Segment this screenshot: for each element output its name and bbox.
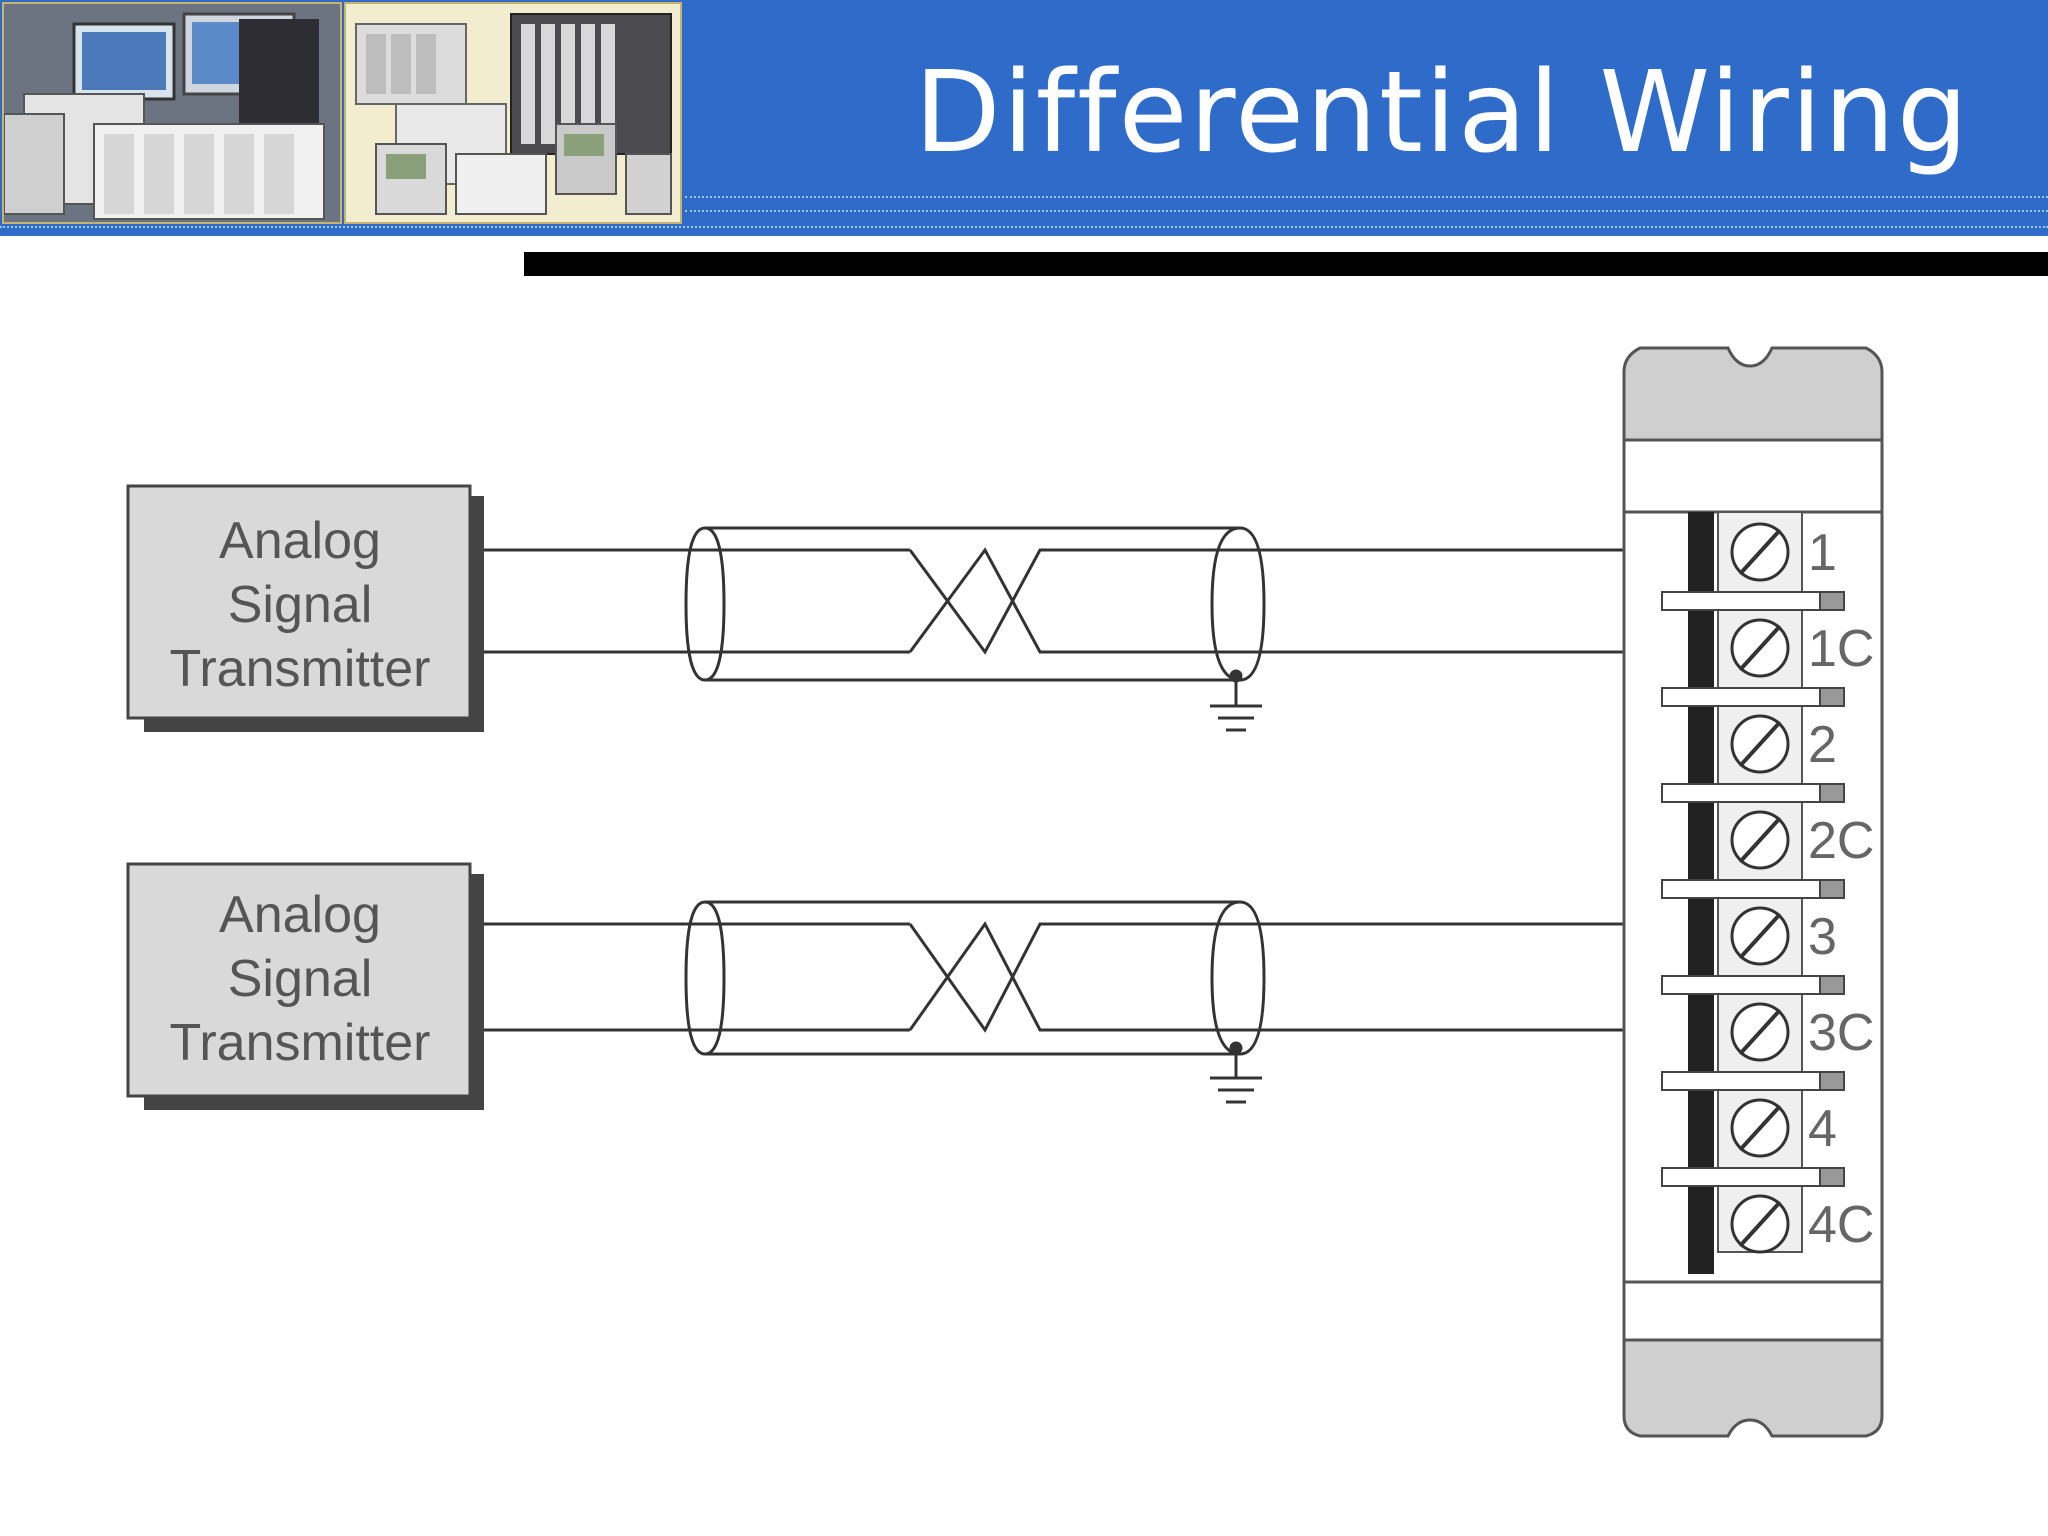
transmitter-label-line: Analog — [219, 886, 381, 944]
terminal-label: 1C — [1808, 620, 1874, 678]
header-divider — [685, 196, 2048, 198]
page-title: Differential Wiring — [914, 48, 1970, 178]
terminal-label: 1 — [1808, 524, 1837, 582]
header-gap — [0, 236, 524, 256]
ground-symbol-icon — [1208, 674, 1264, 732]
shielded-cable-2 — [484, 900, 1695, 1104]
plc-equipment-photo — [2, 2, 342, 224]
twisted-pair-icon — [908, 548, 1695, 655]
terminal-3: 3 — [1661, 906, 1845, 995]
twisted-pair-icon — [908, 922, 1695, 1033]
terminal-3C: 3C — [1661, 1002, 1874, 1091]
transmitter-label-line: Signal — [228, 576, 373, 634]
transmitter-label-line: Analog — [219, 512, 381, 570]
plc-modules-photo — [344, 2, 682, 224]
terminal-separator — [1661, 783, 1821, 803]
transmitter-box-1: Analog Signal Transmitter — [126, 484, 484, 732]
transmitter-label-line: Transmitter — [170, 1014, 431, 1072]
terminal-separator — [1661, 1167, 1821, 1187]
title-underline-bar — [524, 252, 2048, 276]
terminal-label: 4 — [1808, 1100, 1837, 1158]
transmitter-label-line: Signal — [228, 950, 373, 1008]
terminal-label: 2 — [1808, 716, 1837, 774]
terminal-label: 4C — [1808, 1196, 1874, 1254]
terminal-1: 1 — [1661, 522, 1845, 611]
terminal-separator — [1661, 879, 1821, 899]
terminal-2: 2 — [1661, 714, 1845, 803]
terminal-label: 3C — [1808, 1004, 1874, 1062]
terminal-separator — [1661, 591, 1821, 611]
terminal-separator — [1661, 1071, 1821, 1091]
terminal-separator — [1661, 975, 1821, 995]
terminal-strip: 1 1C 2 2C 3 3C 4 4C — [1661, 522, 1874, 1254]
terminal-1C: 1C — [1661, 618, 1874, 707]
slide-header: Differential Wiring — [0, 0, 2048, 276]
terminal-2C: 2C — [1661, 810, 1874, 899]
shielded-cable-1 — [484, 526, 1695, 732]
terminal-4: 4 — [1661, 1098, 1845, 1187]
header-divider — [685, 210, 2048, 212]
transmitter-box-2: Analog Signal Transmitter — [126, 862, 484, 1110]
header-divider — [0, 226, 2048, 228]
terminal-label: 2C — [1808, 812, 1874, 870]
terminal-label: 3 — [1808, 908, 1837, 966]
terminal-4C: 4C — [1730, 1194, 1874, 1254]
ground-symbol-icon — [1208, 1046, 1264, 1104]
transmitter-label-line: Transmitter — [170, 640, 431, 698]
terminal-separator — [1661, 687, 1821, 707]
